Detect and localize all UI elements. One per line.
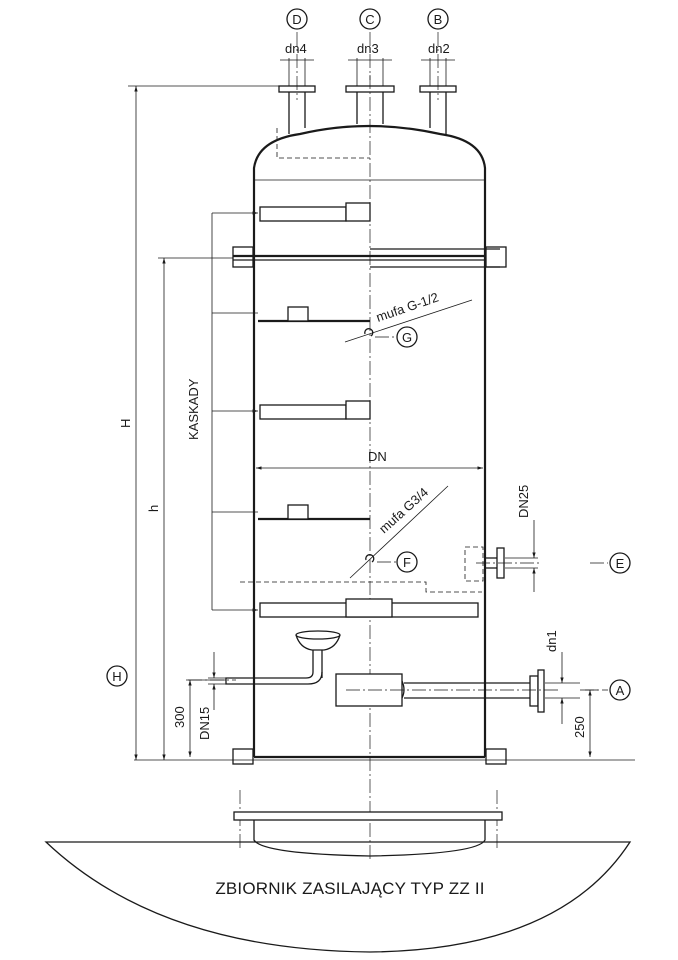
height-dimension-H [128,85,279,760]
base [134,748,635,765]
socket-f-label: mufa G3/4 [376,484,431,536]
socket-g-label: mufa G-1/2 [374,289,440,324]
callout-e: E [609,552,631,574]
nozzle-e-size-label: DN25 [516,485,531,518]
cascade-tray-3 [259,400,371,420]
cascades-label: KASKADY [186,378,201,440]
socket-f [349,485,449,579]
height-label-H: H [118,419,133,428]
nozzle-dn2 [419,58,457,134]
callout-b-letter: B [434,12,443,27]
dim-250-label: 250 [572,716,587,738]
dn15-label: DN15 [197,707,212,740]
drawing-title: ZBIORNIK ZASILAJĄCY TYP ZZ II [215,879,484,898]
tank-shell [252,75,487,860]
diameter-label: DN [368,449,387,464]
callout-h: H [106,665,128,687]
height-dimension-h [158,257,233,760]
mid-flange [232,246,507,268]
nozzle-a-size-label: dn1 [544,630,559,652]
nozzle-dn4 [278,58,316,134]
cascade-tray-2 [258,306,370,323]
callout-c: C [359,8,381,30]
callout-d-letter: D [292,12,301,27]
callout-h-letter: H [112,669,121,684]
nozzle-label-dn4: dn4 [285,41,307,56]
cascade-leaders [211,211,258,612]
dim-300 [186,679,226,757]
height-label-h: h [146,505,161,512]
dn15-dimension [208,652,226,710]
dim-300-label: 300 [172,706,187,728]
callout-g: G [396,326,418,348]
cascade-tray-1 [259,202,371,222]
socket-g [344,299,473,343]
base-section-view [233,790,503,857]
callout-b: B [427,8,449,30]
nozzle-label-dn2: dn2 [428,41,450,56]
callout-a: A [609,679,631,701]
drain-funnel [188,630,341,685]
callout-d: D [286,8,308,30]
callout-a-letter: A [616,683,625,698]
nozzle-label-dn3: dn3 [357,41,379,56]
callout-g-letter: G [402,330,412,345]
title-frame-arc [44,841,632,953]
nozzle-a [335,652,608,724]
dim-250 [585,689,598,757]
cascade-tray-4 [258,504,370,521]
callout-f: F [396,551,418,573]
callout-e-letter: E [616,556,625,571]
cascade-tray-5 [259,598,479,618]
cascade-trays [258,202,479,618]
callout-f-letter: F [403,555,411,570]
nozzle-e [240,520,608,593]
callout-c-letter: C [365,12,374,27]
